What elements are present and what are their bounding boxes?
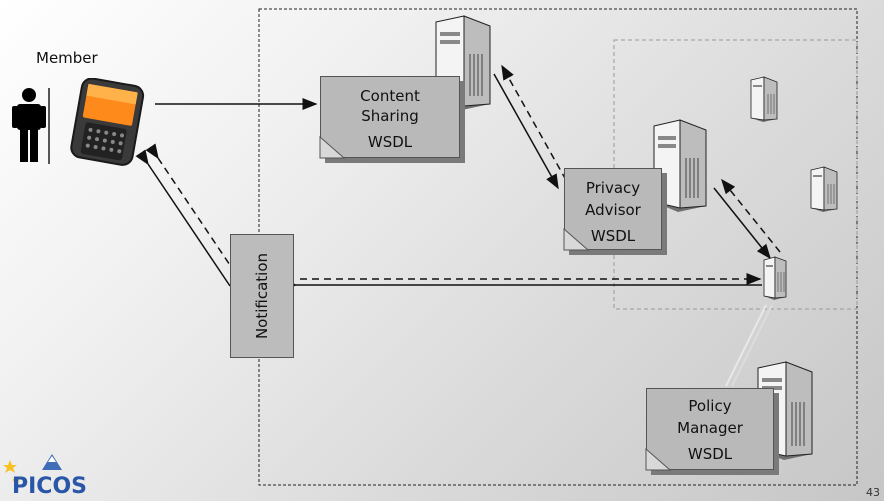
faint-link-policy-manager-2: [725, 304, 767, 387]
notification-box: Notification: [230, 234, 294, 358]
small-server-icon-1: [750, 76, 778, 122]
page-curl-privacy-advisor: [563, 228, 590, 251]
page-curl-policy-manager: [645, 448, 672, 471]
dashed-arrow-to-privacy-server: [721, 178, 781, 253]
policy-manager-line1: Policy: [688, 397, 732, 415]
small-server-icon-2: [810, 166, 838, 212]
smartphone-icon: [70, 78, 145, 166]
member-label: Member: [36, 49, 98, 67]
policy-manager-line3: WSDL: [687, 445, 733, 463]
page-curl-content-sharing: [319, 136, 346, 159]
privacy-advisor-line3: WSDL: [590, 227, 636, 245]
privacy-advisor-wsdl-box: Privacy Advisor WSDL: [564, 168, 662, 250]
picos-logo-icon: [3, 454, 62, 483]
content-sharing-wsdl-box: Content Sharing WSDL: [320, 76, 460, 158]
arrow-to-privacy-advisor: [493, 73, 559, 190]
dashed-arrow-phone-notification: [145, 143, 241, 281]
privacy-advisor-line1: Privacy: [585, 179, 641, 197]
content-sharing-line2: Sharing: [361, 107, 419, 125]
page-number: 43: [866, 486, 880, 499]
small-server-icon-3: [763, 256, 787, 300]
faint-link-policy-manager: [731, 304, 773, 387]
arrow-notification-to-phone: [135, 149, 231, 287]
content-sharing-line3: WSDL: [367, 133, 413, 151]
dashed-arrow-to-content-sharing: [501, 64, 567, 181]
notification-label: Notification: [253, 252, 271, 340]
picos-logo-text: PICOS: [12, 474, 88, 499]
policy-manager-line2: Manager: [677, 419, 743, 437]
privacy-advisor-line2: Advisor: [585, 201, 641, 219]
person-icon: [12, 88, 50, 164]
content-sharing-line1: Content: [360, 87, 420, 105]
arrow-to-small-server: [713, 187, 771, 260]
policy-manager-wsdl-box: Policy Manager WSDL: [646, 388, 774, 470]
